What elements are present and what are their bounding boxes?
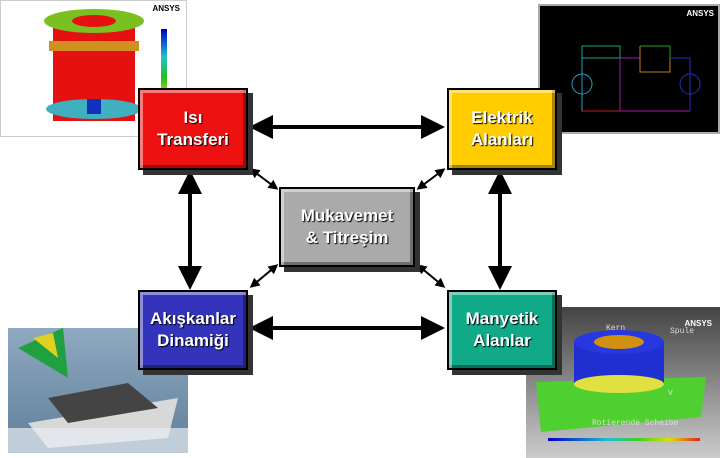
ansys-logo: ANSYS	[152, 4, 180, 13]
node-magnetic-fields: Manyetik Alanlar	[447, 290, 557, 370]
arrow-heat-structural	[249, 168, 279, 190]
label-spule: Spule	[670, 327, 695, 336]
arrow-magnetic-structural	[416, 264, 446, 288]
node-fluid-dynamics: Akışkanlar Dinamiği	[138, 290, 248, 370]
arrow-fluid-structural	[249, 264, 279, 288]
thermal-simulation-image: ANSYS	[0, 0, 187, 137]
arrow-electric-structural	[416, 168, 446, 190]
node-label: Manyetik Alanlar	[465, 309, 539, 350]
label-disk: Rotierende Scheibe	[592, 419, 679, 428]
node-label: Elektrik Alanları	[470, 108, 534, 149]
label-kern: Kern	[606, 324, 626, 333]
node-label: Mukavemet & Titreşim	[300, 206, 394, 247]
magnetic-simulation-image: ANSYS Kern Spule V Rotierende Scheibe	[526, 307, 720, 458]
node-structural: Mukavemet & Titreşim	[279, 187, 415, 267]
node-heat-transfer: Isı Transferi	[138, 88, 248, 170]
node-label: Akışkanlar Dinamiği	[150, 309, 236, 350]
label-v: V	[668, 389, 673, 398]
circuit-simulation-image: ANSYS	[538, 4, 720, 134]
node-electric-fields: Elektrik Alanları	[447, 88, 557, 170]
node-label: Isı Transferi	[157, 108, 229, 149]
